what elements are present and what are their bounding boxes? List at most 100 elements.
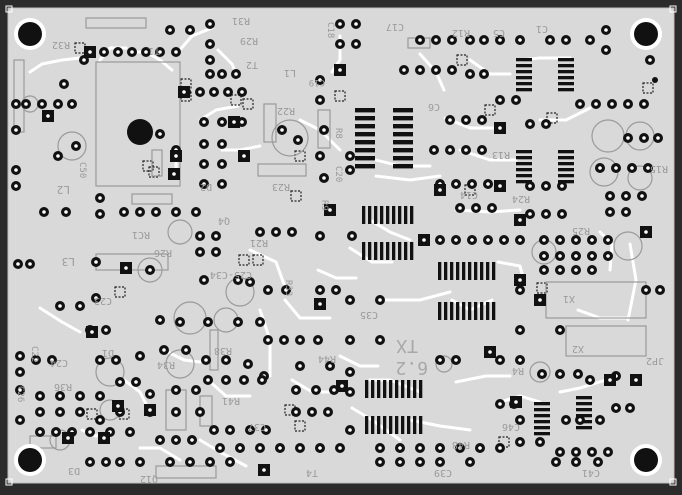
drill-hole: [542, 254, 546, 258]
trace: [598, 230, 614, 272]
drill-hole: [148, 268, 152, 272]
drill-hole: [604, 48, 608, 52]
drill-hole: [574, 460, 578, 464]
drill-hole: [148, 408, 152, 412]
ic-pin: [365, 380, 369, 398]
drill-hole: [266, 288, 270, 292]
ic-footprint: [365, 380, 423, 398]
drill-hole: [614, 166, 618, 170]
ic-pin: [558, 174, 574, 178]
drill-hole: [470, 182, 474, 186]
drill-hole: [490, 206, 494, 210]
smd-pad-outline: [536, 282, 548, 294]
ic-pin: [362, 242, 366, 260]
drill-hole: [644, 288, 648, 292]
drill-hole: [608, 378, 612, 382]
drill-hole: [42, 210, 46, 214]
drill-hole: [242, 154, 246, 158]
drill-hole: [234, 72, 238, 76]
drill-hole: [418, 460, 422, 464]
drill-hole: [432, 148, 436, 152]
drill-hole: [212, 90, 216, 94]
drill-hole: [102, 436, 106, 440]
drill-hole: [474, 206, 478, 210]
drill-hole: [626, 102, 630, 106]
label-t2: T2: [246, 59, 258, 70]
drill-hole: [174, 50, 178, 54]
drill-hole: [14, 184, 18, 188]
trace: [38, 306, 82, 334]
drill-hole: [558, 450, 562, 454]
smd-pad-outline: [148, 166, 160, 178]
drill-hole: [18, 370, 22, 374]
drill-hole: [98, 418, 102, 422]
drill-hole: [62, 82, 66, 86]
drill-hole: [28, 262, 32, 266]
drill-hole: [634, 378, 638, 382]
ic-pin: [355, 124, 375, 129]
component-outline: [257, 163, 307, 177]
mounting-holes: [5, 5, 677, 486]
ic-pin: [407, 380, 411, 398]
ic-pin: [516, 82, 532, 86]
label-tx: TX: [396, 335, 418, 356]
drill-hole: [212, 428, 216, 432]
ic-pin: [374, 242, 378, 260]
ic-pin: [383, 416, 387, 434]
drill-hole: [538, 298, 542, 302]
drill-hole: [544, 184, 548, 188]
label-r31: R31: [232, 15, 250, 26]
small-via: [652, 77, 658, 83]
ic-pin: [456, 302, 460, 320]
trace: [316, 268, 358, 280]
trace: [176, 26, 214, 54]
drill-hole: [14, 168, 18, 172]
drill-hole: [38, 410, 42, 414]
drill-hole: [422, 238, 426, 242]
ic-pin: [393, 156, 413, 161]
label-c22: C22: [29, 346, 39, 362]
drill-hole: [450, 68, 454, 72]
label-r32: R32: [52, 39, 70, 50]
component-outline-round: [95, 357, 125, 387]
ic-pin: [398, 242, 402, 260]
drill-hole: [598, 166, 602, 170]
drill-hole: [202, 278, 206, 282]
drill-hole: [606, 450, 610, 454]
drill-hole: [348, 338, 352, 342]
drill-hole: [118, 380, 122, 384]
drill-hole: [154, 210, 158, 214]
ic-footprint: [558, 58, 574, 92]
ic-pin: [368, 242, 372, 260]
drill-hole: [498, 184, 502, 188]
ic-pin: [516, 150, 532, 154]
drill-hole: [470, 238, 474, 242]
fiducial-marker: [5, 5, 13, 13]
drill-hole: [464, 118, 468, 122]
component-outline: [95, 61, 181, 187]
drill-hole: [128, 430, 132, 434]
label-c46: C46: [502, 421, 520, 432]
drill-hole: [558, 328, 562, 332]
drill-hole: [528, 122, 532, 126]
drill-hole: [630, 166, 634, 170]
drill-hole: [296, 138, 300, 142]
drill-hole: [58, 304, 62, 308]
drill-hole: [574, 268, 578, 272]
drill-hole: [378, 460, 382, 464]
drill-hole: [402, 68, 406, 72]
drill-hole: [188, 460, 192, 464]
drill-hole: [418, 38, 422, 42]
drill-hole: [656, 136, 660, 140]
drill-hole: [398, 460, 402, 464]
drill-hole: [624, 210, 628, 214]
label-x1: X1: [563, 293, 575, 304]
drill-hole: [258, 320, 262, 324]
label-r26: R26: [154, 247, 172, 258]
drill-hole: [294, 410, 298, 414]
inductor-core-mark: [127, 119, 153, 145]
component-outline: [155, 465, 217, 479]
drill-hole: [498, 402, 502, 406]
drill-hole: [158, 438, 162, 442]
ic-pin: [438, 262, 442, 280]
